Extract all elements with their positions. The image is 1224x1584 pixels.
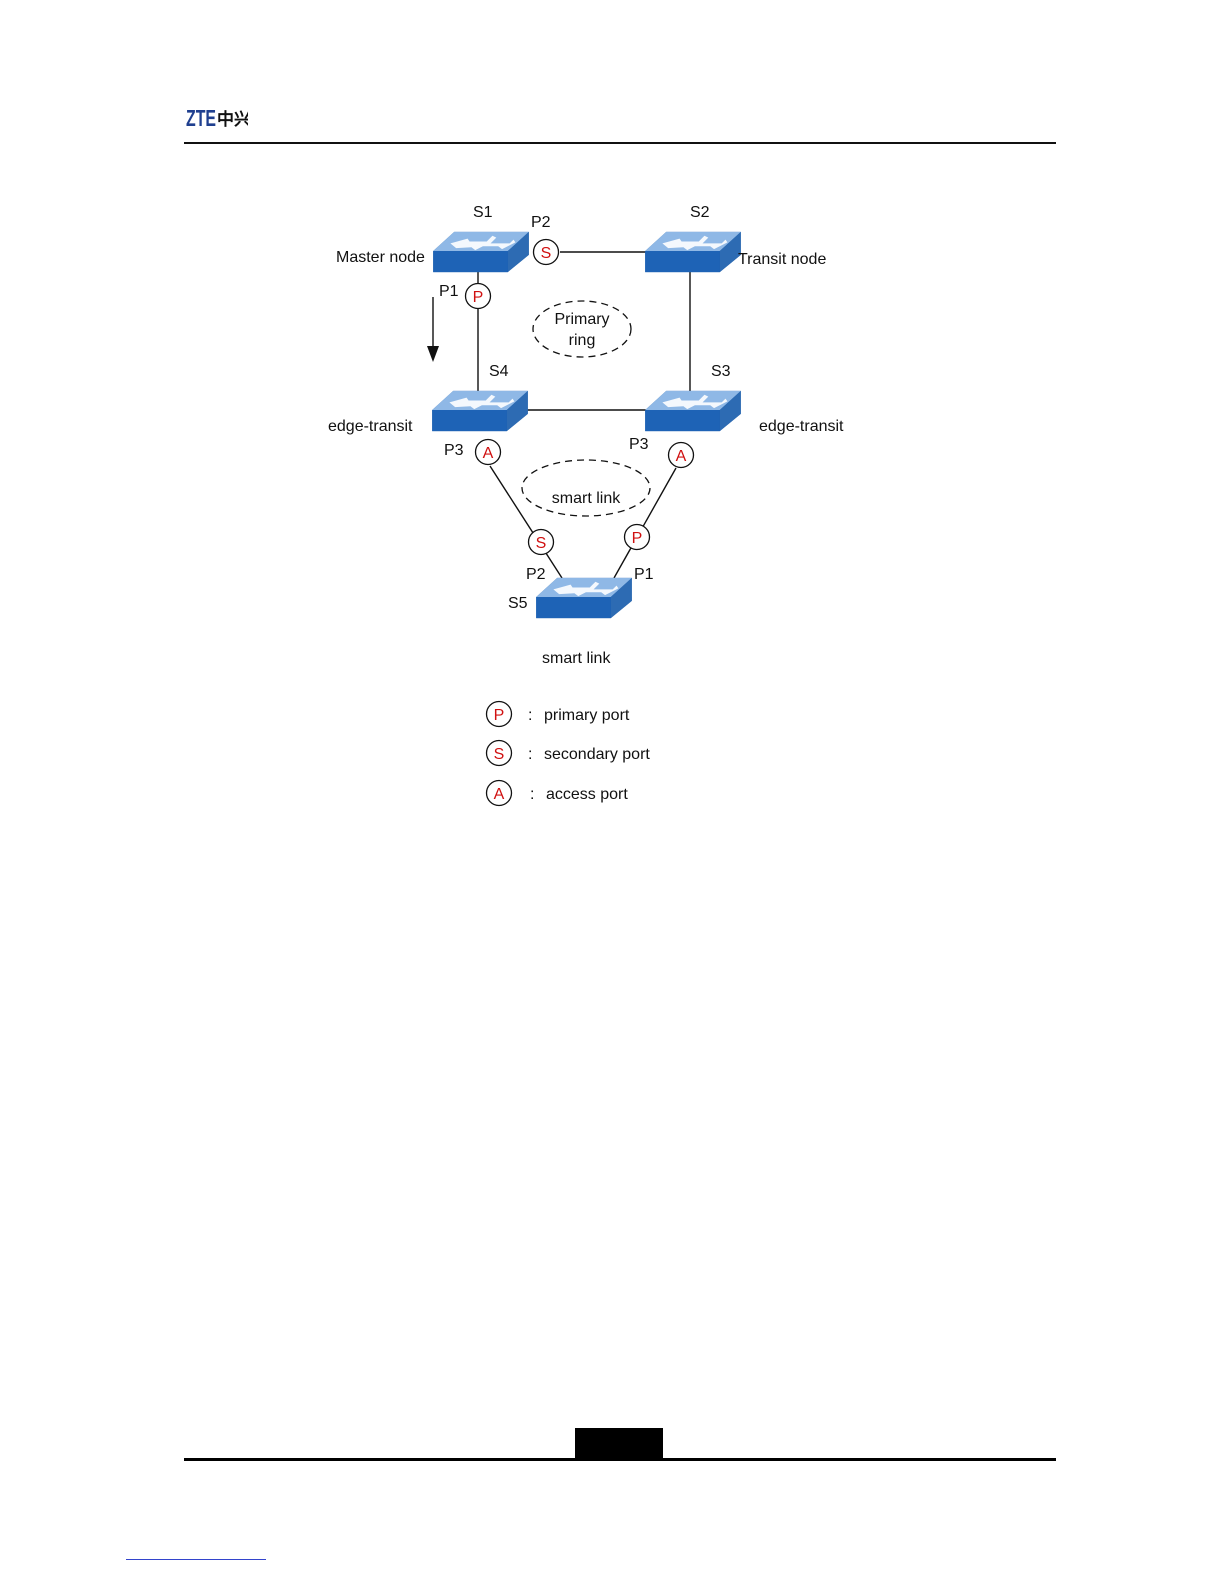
node-role-s4: edge-transit [328, 418, 413, 435]
footer-rule [184, 1458, 1056, 1461]
legend-sep: : [528, 746, 532, 763]
switch-s1 [433, 232, 529, 272]
node-role-s2: Transit node [738, 251, 826, 268]
node-name-s1: S1 [473, 204, 493, 221]
legend-text: secondary port [544, 746, 650, 763]
switch-s2 [645, 232, 741, 272]
port-label-s1-p2: P2 [531, 214, 551, 231]
link-s3-s5 [614, 468, 676, 578]
legend: P : primary port S : secondary port A : … [487, 702, 651, 806]
port-label-s3-p3: P3 [629, 436, 649, 453]
footnote-rule [126, 1559, 266, 1560]
node-name-s5: S5 [508, 595, 528, 612]
node-role-s5: smart link [542, 650, 611, 667]
node-name-s2: S2 [690, 204, 710, 221]
legend-sep: : [530, 786, 534, 803]
switch-s3 [645, 391, 741, 431]
page-number-tab [575, 1428, 663, 1459]
node-name-s3: S3 [711, 363, 731, 380]
port-badge-s1-p2: S [534, 240, 559, 265]
svg-text:A: A [676, 448, 687, 465]
svg-text:S: S [541, 245, 552, 262]
primary-ring-line1: Primary [554, 311, 609, 328]
legend-symbol: S [494, 746, 505, 763]
svg-text:S: S [536, 535, 547, 552]
svg-text:P: P [632, 530, 643, 547]
legend-symbol: A [494, 786, 505, 803]
svg-text:A: A [483, 445, 494, 462]
node-role-s3: edge-transit [759, 418, 844, 435]
node-name-s4: S4 [489, 363, 509, 380]
port-label-s1-p1: P1 [439, 283, 459, 300]
switch-s4 [432, 391, 528, 431]
smart-link-diagram: S1 S2 S4 S3 S5 Master node Transit node … [0, 0, 1224, 900]
primary-ring: Primary ring [533, 301, 631, 357]
port-badge-s1-p1: P [466, 284, 491, 309]
legend-item-secondary: S : secondary port [487, 741, 651, 766]
link-s4-s5 [490, 466, 562, 578]
legend-text: primary port [544, 707, 630, 724]
legend-item-access: A : access port [487, 781, 629, 806]
primary-ring-line2: ring [569, 332, 596, 349]
legend-item-primary: P : primary port [487, 702, 630, 727]
port-label-s4-p3: P3 [444, 442, 464, 459]
port-badge-s4-p3: A [476, 440, 501, 465]
svg-text:P: P [473, 289, 484, 306]
smart-link-ring-label: smart link [552, 490, 621, 507]
legend-symbol: P [494, 707, 505, 724]
legend-text: access port [546, 786, 628, 803]
node-role-s1: Master node [336, 249, 425, 266]
arrow-down-icon [427, 297, 439, 362]
port-label-s5-p2: P2 [526, 566, 546, 583]
legend-sep: : [528, 707, 532, 724]
switch-s5 [536, 578, 632, 618]
port-badge-s5-p1: P [625, 525, 650, 550]
port-label-s5-p1: P1 [634, 566, 654, 583]
port-badge-s5-p2: S [529, 530, 554, 555]
smart-link-ring: smart link [522, 460, 650, 516]
port-badge-s3-p3: A [669, 443, 694, 468]
